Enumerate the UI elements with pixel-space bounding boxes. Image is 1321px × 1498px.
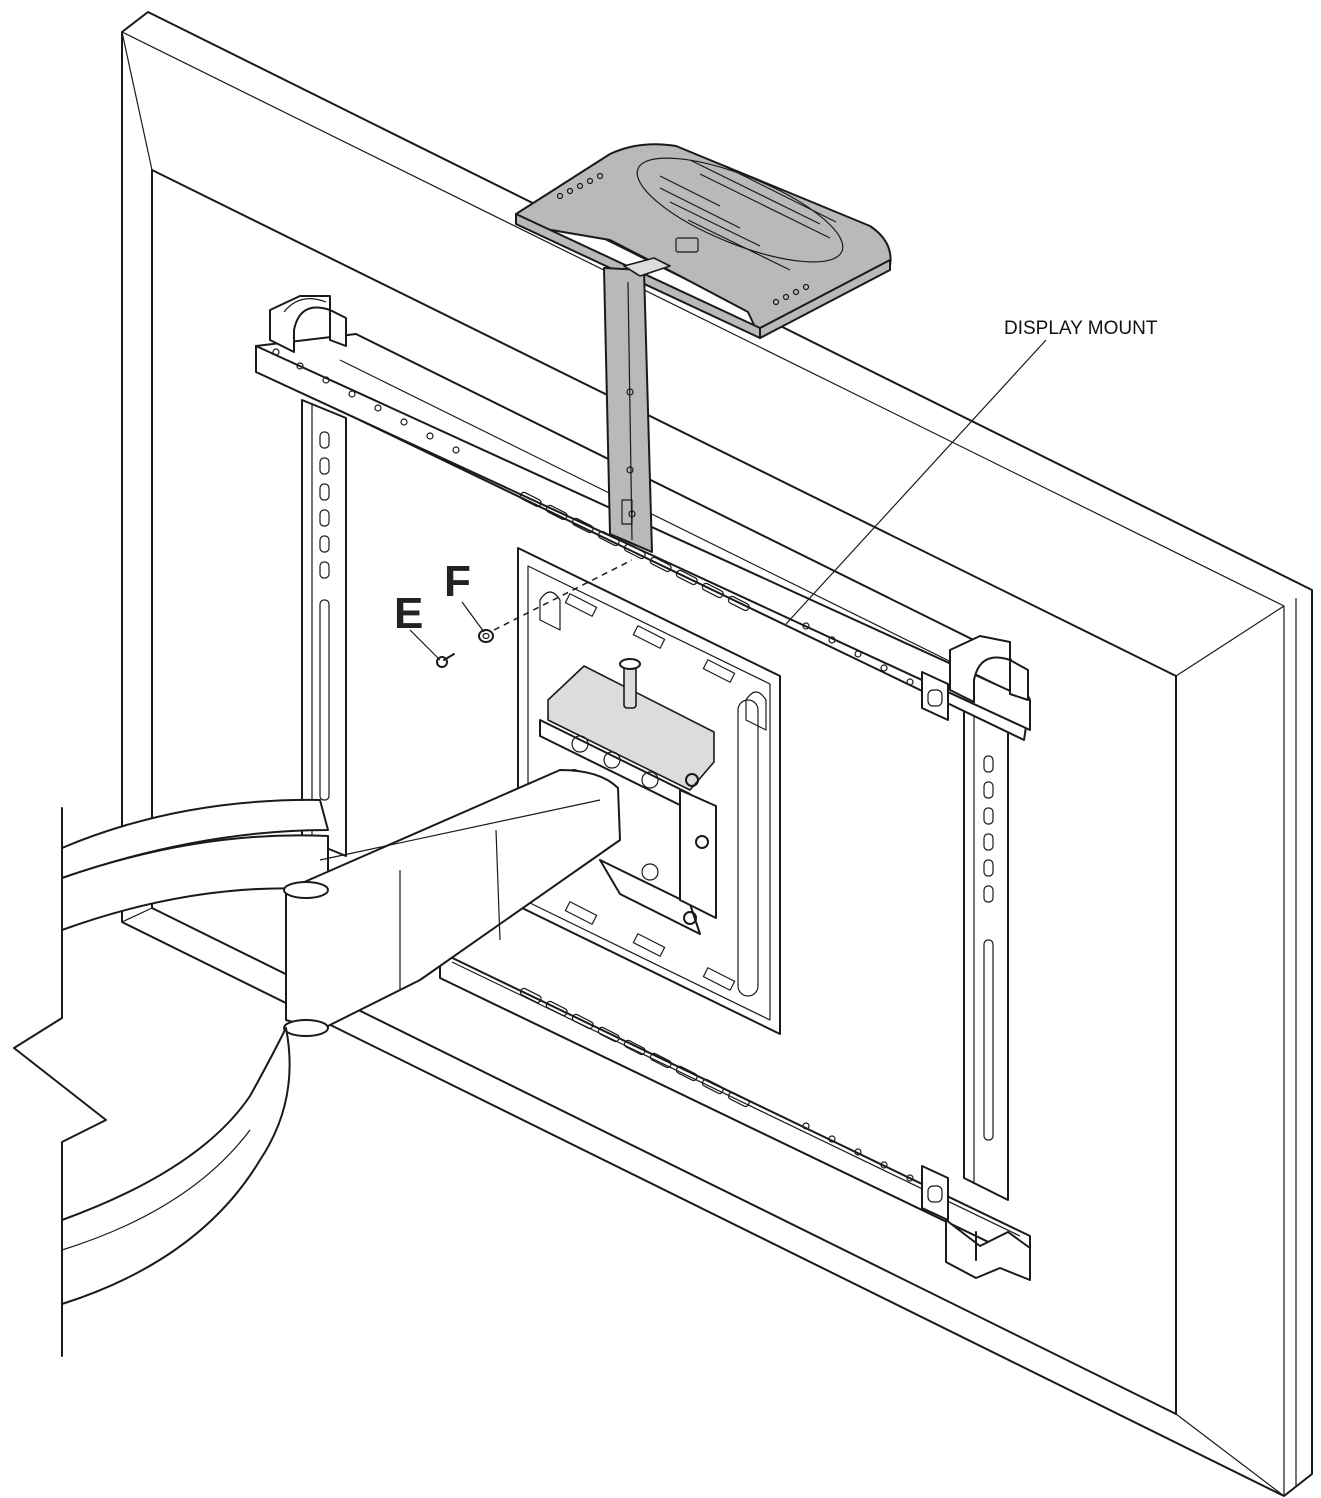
label-e: E <box>394 589 423 638</box>
right-vertical-rail <box>963 699 1009 1201</box>
leader-f <box>461 601 485 633</box>
left-rail-slots <box>319 431 330 801</box>
wall-break-line <box>13 807 107 1357</box>
bottom-rail-holes <box>802 1122 914 1182</box>
bottom-right-hook <box>921 1165 1031 1281</box>
bottom-rail-slots <box>519 987 750 1108</box>
label-f: F <box>444 557 471 606</box>
display-mount-callout: DISPLAY MOUNT <box>785 318 1158 625</box>
left-vertical-rail <box>301 399 347 857</box>
lower-arm-segment <box>285 769 621 1031</box>
label-display-mount: DISPLAY MOUNT <box>1004 318 1158 339</box>
top-left-hook <box>269 295 347 353</box>
leader-e <box>409 629 441 661</box>
screw-e-icon <box>436 653 455 668</box>
hardware-callout: E F <box>394 557 633 668</box>
leader-display-mount <box>785 339 1047 625</box>
tilt-screw <box>623 663 637 709</box>
top-right-hook <box>921 635 1029 721</box>
center-mount-plate <box>517 547 781 1035</box>
articulating-arm <box>13 769 621 1357</box>
tilt-bracket <box>539 658 717 935</box>
shelf-vent-slots <box>659 159 837 271</box>
washer-f-icon <box>478 629 494 643</box>
top-rail-slots <box>519 491 750 612</box>
top-rail-holes <box>272 348 914 686</box>
shelf-holes <box>556 172 810 306</box>
wall-arm-segment <box>61 1027 291 1305</box>
right-rail-slots <box>983 755 994 1141</box>
shelf-support-arm <box>603 257 671 553</box>
insertion-path <box>493 559 633 631</box>
